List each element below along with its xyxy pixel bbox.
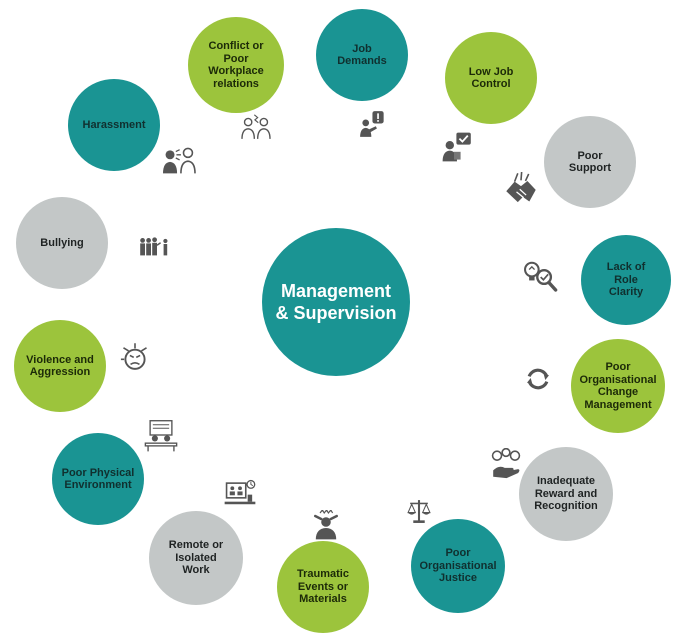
lightbulb-magnifier-icon: [518, 258, 562, 292]
handshake-icon: [500, 171, 542, 204]
refresh-arrows-icon: [524, 366, 552, 392]
hazard-node: Harassment: [68, 79, 160, 171]
hazard-node: Bullying: [16, 197, 108, 289]
stressed-person-icon: [308, 508, 344, 540]
worker-alert-icon: [358, 110, 388, 138]
hazard-label: Harassment: [82, 118, 146, 131]
scales-icon: [404, 498, 434, 524]
angry-face-icon: [118, 342, 152, 374]
people-conflict-icon: [238, 112, 274, 140]
hazard-label: Bullying: [40, 236, 84, 249]
center-node: Management& Supervision: [262, 228, 410, 376]
reward-hand-icon: [488, 447, 524, 480]
person-checklist-icon: [440, 132, 474, 162]
people-shouting-icon: [158, 142, 200, 174]
center-label: Management& Supervision: [275, 281, 397, 323]
group-bullying-icon: [120, 232, 188, 262]
video-call-desk-icon: [222, 478, 258, 510]
workstation-icon: [142, 418, 180, 452]
